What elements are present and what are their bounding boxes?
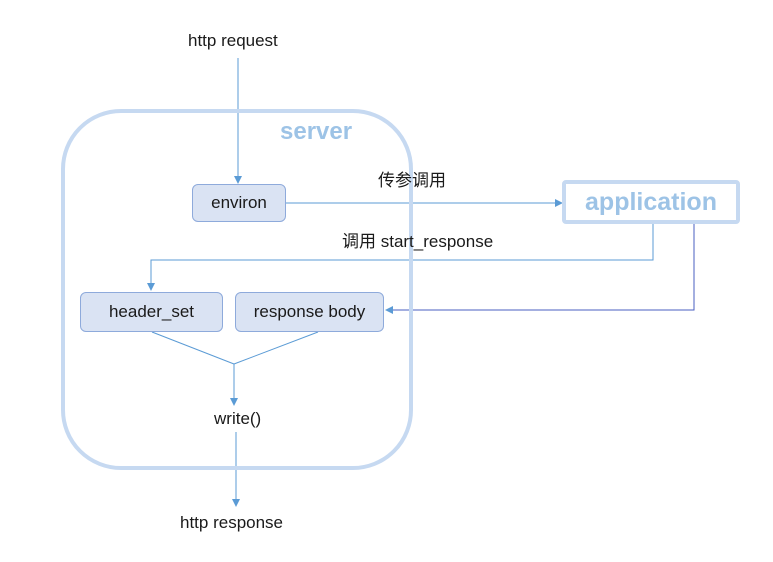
environ-node: environ [192, 184, 286, 222]
start-response-edge-label: 调用 start_response [342, 232, 494, 251]
merge-line-header-set [151, 331, 235, 365]
http-request-label: http request [188, 31, 278, 50]
server-container [61, 109, 413, 470]
merge-line-response-body [233, 331, 319, 365]
server-title: server [280, 118, 353, 145]
header-set-node: header_set [80, 292, 223, 332]
response-body-node: response body [235, 292, 384, 332]
arrow-application-to-response-body [385, 224, 695, 314]
arrow-application-to-header-set [147, 224, 654, 291]
http-response-label: http response [180, 513, 284, 532]
pass-params-edge-label: 传参调用 [378, 171, 446, 190]
application-box: application [562, 180, 740, 224]
write-label: write() [214, 409, 262, 428]
